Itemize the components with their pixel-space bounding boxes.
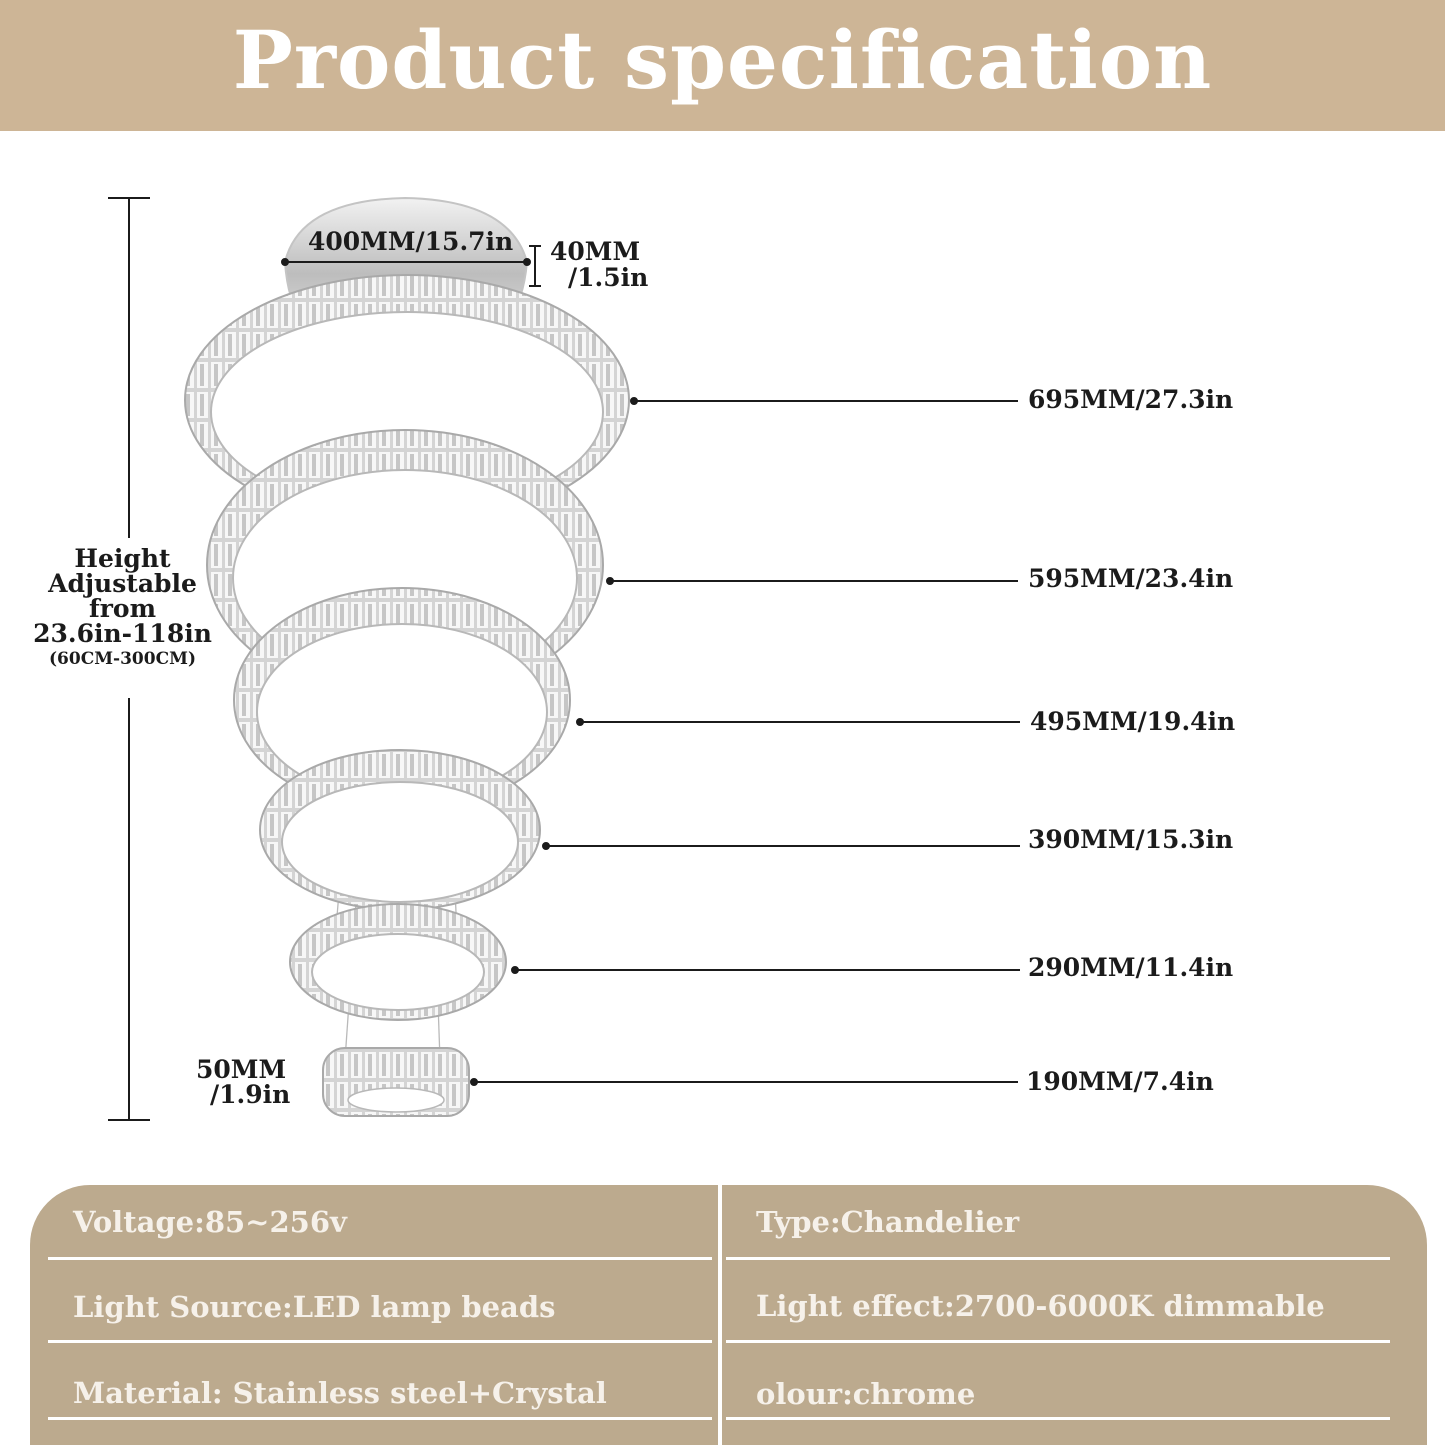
ring-3-diameter-label: 495MM/19.4in [1030, 707, 1236, 736]
height-line-4: 23.6in-118in [33, 619, 212, 648]
ring-6 [322, 1047, 470, 1117]
canopy-height-mm-label: 40MM [550, 237, 641, 266]
canopy-height-in-label: /1.5in [568, 263, 649, 292]
height-line-2: Adjustable [48, 569, 197, 598]
header-banner: Product specification [0, 0, 1445, 131]
ring-5 [289, 903, 507, 1021]
height-bracket [108, 197, 150, 1121]
spec-type: Type:Chandelier [756, 1205, 1020, 1239]
spec-colour: olour:chrome [756, 1377, 976, 1411]
spec-light-source: Light Source:LED lamp beads [73, 1290, 556, 1324]
spec-light-effect: Light effect:2700-6000K dimmable [756, 1289, 1325, 1323]
ring-2-diameter-label: 595MM/23.4in [1028, 564, 1234, 593]
spec-row-divider [726, 1340, 1390, 1343]
ring-height-mm-label: 50MM [196, 1055, 287, 1084]
page-title: Product specification [232, 13, 1213, 107]
spec-column-divider [718, 1185, 722, 1445]
ring-height-in-label: /1.9in [210, 1080, 291, 1109]
ring-5-diameter-label: 290MM/11.4in [1028, 953, 1234, 982]
ring-3 [233, 587, 571, 813]
spec-row-divider [726, 1257, 1390, 1260]
spec-table: Voltage:85~256v Type:Chandelier Light So… [30, 1185, 1427, 1445]
height-adjustable-label: Height Adjustable from 23.6in-118in (60C… [20, 546, 225, 672]
ring-4 [259, 749, 541, 911]
height-line-5: (60CM-300CM) [49, 649, 196, 669]
canopy-diameter-label: 400MM/15.7in [308, 227, 514, 256]
spec-row-divider [48, 1417, 712, 1420]
ring-1-diameter-label: 695MM/27.3in [1028, 385, 1234, 414]
spec-row-divider [48, 1340, 712, 1343]
canopy-height-line [529, 245, 541, 287]
ring-leader-lines [470, 397, 1020, 1086]
ring-4-diameter-label: 390MM/15.3in [1028, 825, 1234, 854]
height-line-3: from [88, 594, 157, 623]
spec-row-divider [48, 1257, 712, 1260]
height-line-1: Height [74, 544, 171, 573]
spec-material: Material: Stainless steel+Crystal [73, 1376, 607, 1410]
canopy-width-line [281, 258, 531, 266]
spec-row-divider [726, 1417, 1390, 1420]
ring-6-diameter-label: 190MM/7.4in [1026, 1067, 1214, 1096]
spec-voltage: Voltage:85~256v [73, 1205, 347, 1239]
